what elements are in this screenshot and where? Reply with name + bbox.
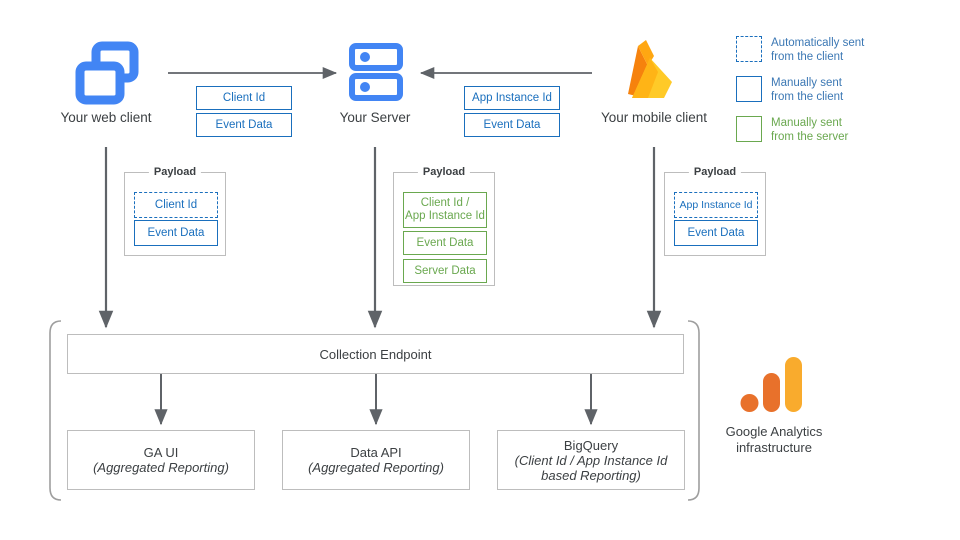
mobile-client-label: Your mobile client xyxy=(600,110,708,125)
payload-item-event-data: Event Data xyxy=(134,220,218,246)
payload-item-client-id: Client Id xyxy=(134,192,218,218)
server-node xyxy=(348,42,404,104)
legend-line-1: Automatically sent xyxy=(771,37,865,49)
server-payload: Payload Client Id / App Instance Id Even… xyxy=(393,166,495,286)
google-analytics-logo xyxy=(740,357,802,412)
web-client-label: Your web client xyxy=(60,110,152,125)
mobile-client-node xyxy=(614,36,686,112)
output-subtitle: (Aggregated Reporting) xyxy=(308,460,444,475)
output-subtitle: (Aggregated Reporting) xyxy=(93,460,229,475)
transfer-chip-event-data: Event Data xyxy=(196,113,292,137)
payload-title: Payload xyxy=(688,166,742,178)
windows-icon xyxy=(75,41,139,105)
payload-item-server-data: Server Data xyxy=(403,259,487,283)
ga-infrastructure-label: Google Analytics infrastructure xyxy=(700,424,848,456)
transfer-chip-client-id: Client Id xyxy=(196,86,292,110)
solid-green-square-icon xyxy=(736,116,762,142)
transfer-chip-app-instance-id: App Instance Id xyxy=(464,86,560,110)
server-label: Your Server xyxy=(339,110,411,125)
output-title: GA UI xyxy=(143,445,179,460)
ga-infrastructure-line2: infrastructure xyxy=(736,440,812,455)
legend-item-automatically-sent-client: Automatically sent from the client xyxy=(736,36,864,64)
legend-text: Manually sent from the client xyxy=(771,76,843,104)
bracket-right xyxy=(687,320,700,501)
output-box-data-api: Data API (Aggregated Reporting) xyxy=(282,430,470,490)
firebase-flame-icon xyxy=(628,40,672,98)
server-icon xyxy=(349,43,403,101)
output-box-bigquery: BigQuery (Client Id / App Instance Id ba… xyxy=(497,430,685,490)
output-title: Data API xyxy=(350,445,402,460)
web-client-node xyxy=(74,40,140,106)
legend-item-manually-sent-server: Manually sent from the server xyxy=(736,116,848,144)
payload-item-event-data: Event Data xyxy=(674,220,758,246)
legend-line-2: from the server xyxy=(771,131,849,143)
collection-endpoint-box: Collection Endpoint xyxy=(67,334,684,374)
collection-endpoint-label: Collection Endpoint xyxy=(319,346,432,362)
payload-item-event-data: Event Data xyxy=(403,231,487,255)
output-subtitle: (Client Id / App Instance Id based Repor… xyxy=(514,452,668,483)
transfer-chip-event-data-mobile: Event Data xyxy=(464,113,560,137)
solid-blue-square-icon xyxy=(736,76,762,102)
payload-item-client-or-app-id: Client Id / App Instance Id xyxy=(403,192,487,228)
legend-line-2: from the client xyxy=(771,51,844,63)
mobile-client-payload: Payload App Instance Id Event Data xyxy=(664,166,766,256)
ga-infrastructure-line1: Google Analytics xyxy=(725,424,823,439)
legend-text: Manually sent from the server xyxy=(771,116,848,144)
ga-brand xyxy=(740,355,808,421)
legend-text: Automatically sent from the client xyxy=(771,36,864,64)
payload-title: Payload xyxy=(417,166,471,178)
web-client-payload: Payload Client Id Event Data xyxy=(124,166,226,256)
legend-line-1: Manually sent xyxy=(771,117,842,129)
output-title: BigQuery xyxy=(563,437,619,453)
legend-item-manually-sent-client: Manually sent from the client xyxy=(736,76,843,104)
payload-item-app-instance-id: App Instance Id xyxy=(674,192,758,218)
payload-title: Payload xyxy=(148,166,202,178)
dashed-blue-square-icon xyxy=(736,36,762,62)
legend-line-1: Manually sent xyxy=(771,77,842,89)
bracket-left xyxy=(49,320,62,501)
output-box-ga-ui: GA UI (Aggregated Reporting) xyxy=(67,430,255,490)
legend-line-2: from the client xyxy=(771,91,844,103)
